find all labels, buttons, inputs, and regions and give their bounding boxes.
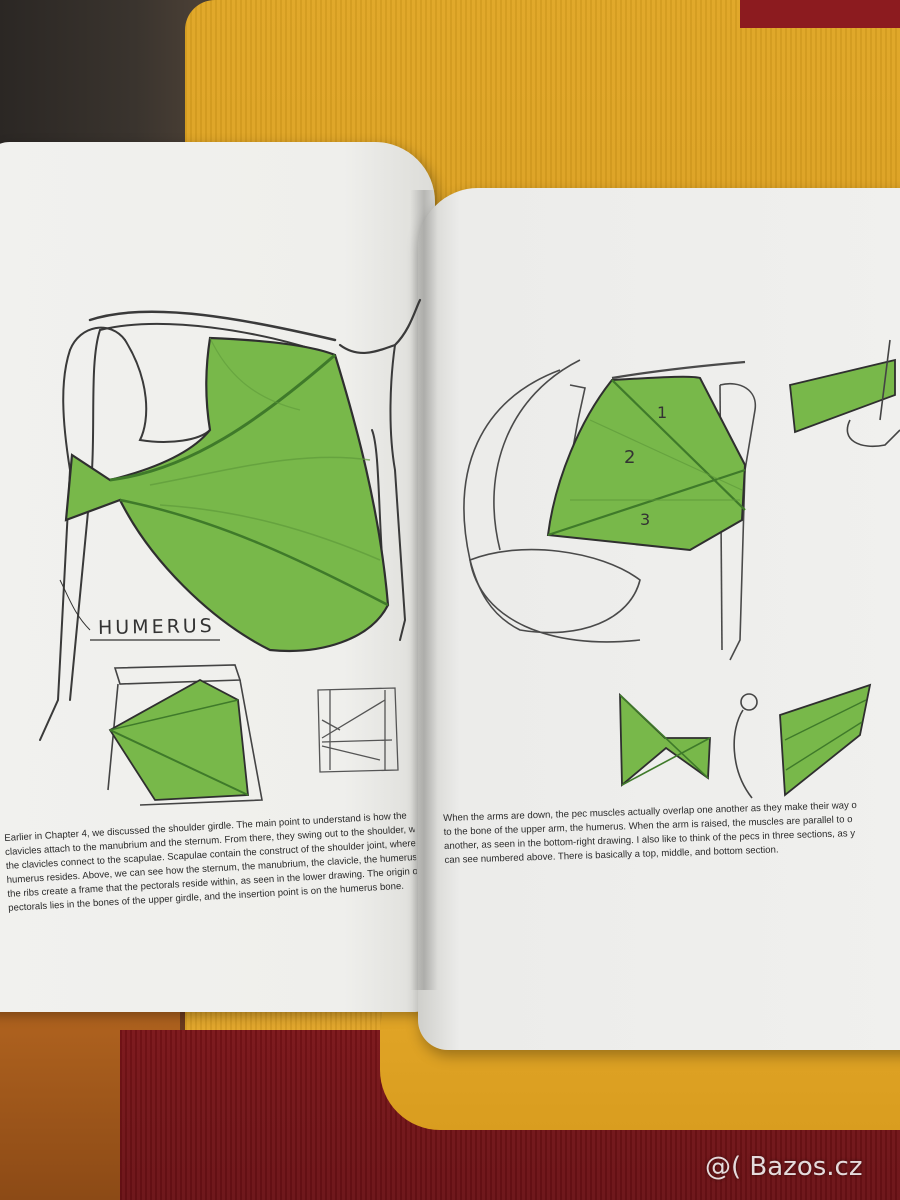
right-edge-drawing (789, 339, 900, 447)
humerus-label: HUMERUS (97, 614, 215, 640)
left-small-frame-drawing (107, 664, 263, 806)
left-pectoral-muscle (64, 336, 390, 652)
right-pectoral-muscle (546, 375, 747, 552)
section-number-1: 1 (657, 403, 667, 422)
right-bone-sketch (733, 693, 758, 799)
section-number-2: 2 (624, 447, 635, 468)
right-parallel-drawing (779, 683, 872, 797)
section-number-3: 3 (640, 510, 650, 529)
right-bowtie-drawing (619, 692, 711, 787)
book-gutter (410, 190, 438, 990)
left-main-drawing (39, 298, 422, 741)
label-pointer (59, 579, 91, 631)
site-watermark: @( Bazos.cz (705, 1152, 863, 1182)
left-sketch-drawing (317, 687, 399, 773)
blanket-red-stripe-top (740, 0, 900, 28)
book-right-page (418, 188, 900, 1050)
